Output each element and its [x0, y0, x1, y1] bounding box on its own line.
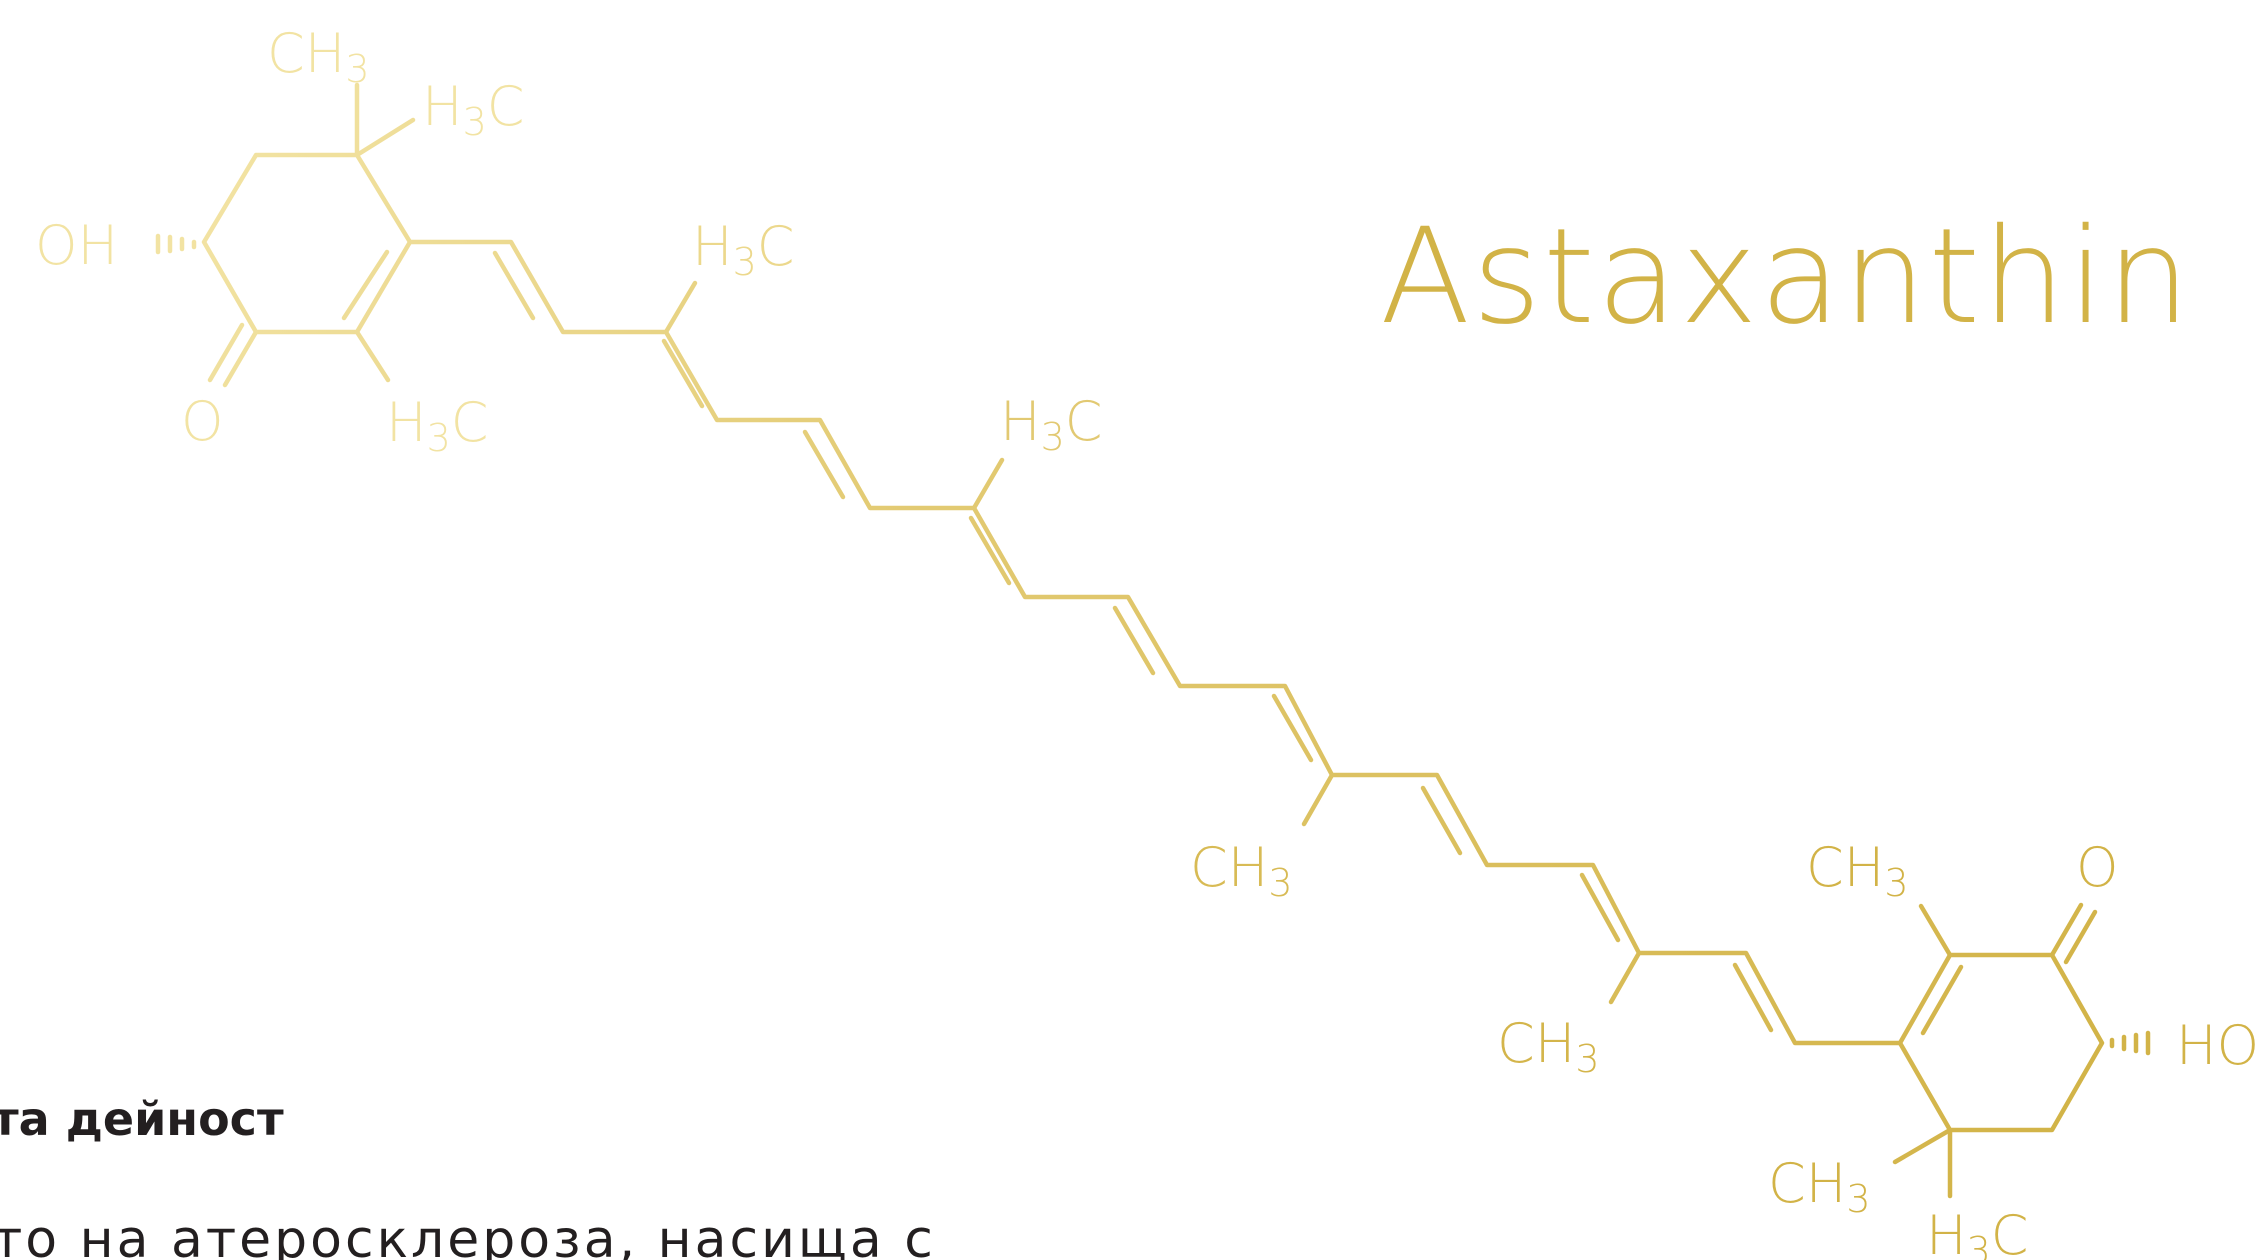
label-o-left: O — [181, 390, 224, 453]
left-ring — [155, 82, 416, 388]
label-ch3-chain-3: CH3 — [1190, 836, 1293, 905]
label-ch3-left-top: CH3 — [267, 22, 370, 91]
label-o-right: O — [2076, 836, 2119, 899]
label-oh: OH — [35, 214, 118, 277]
section-heading: та дейност — [0, 1092, 284, 1146]
label-ch3-right-gem: CH3 — [1768, 1152, 1871, 1221]
label-h3c-left-gem: H3C — [422, 75, 525, 144]
body-text: то на атеросклероза, насища с — [0, 1210, 936, 1260]
label-h3c-left-ring: H3C — [386, 391, 489, 460]
label-h3c-chain-1: H3C — [692, 215, 795, 284]
right-ring — [1892, 902, 2151, 1199]
polyene-chain — [407, 239, 1903, 1046]
label-ho: HO — [2176, 1014, 2259, 1077]
label-h3c-right-gem: H3C — [1926, 1204, 2029, 1260]
label-h3c-chain-2: H3C — [1000, 390, 1103, 459]
molecule-title: Astaxanthin — [1380, 200, 2193, 354]
label-ch3-right-ring: CH3 — [1806, 836, 1909, 905]
atom-labels: CH3 H3C OH O H3C H3C H3C CH3 CH3 CH3 O H… — [35, 22, 2259, 1260]
label-ch3-chain-4: CH3 — [1497, 1012, 1600, 1081]
